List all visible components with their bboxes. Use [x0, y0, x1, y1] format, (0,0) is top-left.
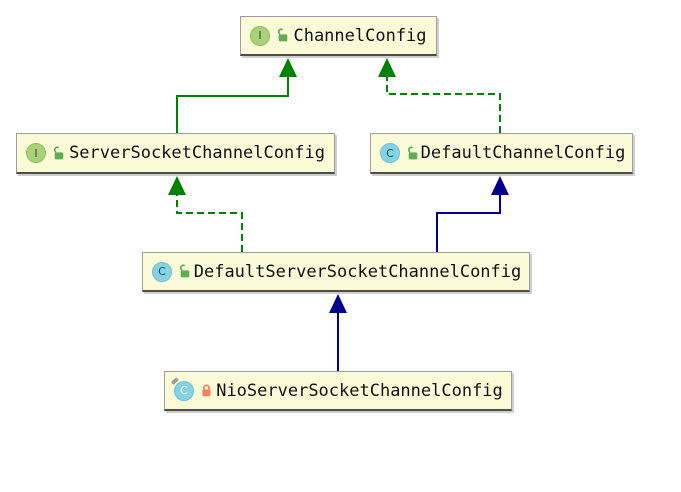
inner-class-icon: C	[170, 376, 194, 401]
edge-defaultserversocketchannelconfig-implements-serversocketchannelconfig[interactable]	[168, 176, 243, 252]
interface-icon: I	[250, 25, 270, 46]
arrowhead-extends	[491, 176, 509, 195]
class-name-label: DefaultChannelConfig	[420, 143, 626, 163]
class-icon: C	[152, 261, 172, 282]
arrowhead-implements	[378, 58, 396, 77]
class-name-label: ChannelConfig	[293, 25, 427, 46]
public-open-lock-icon	[53, 145, 64, 159]
class-node-defaultserversocketchannelconfig[interactable]: C DefaultServerSocketChannelConfig	[142, 252, 530, 292]
class-icon: C	[380, 143, 400, 163]
edge-defaultchannelconfig-implements-channelconfig[interactable]	[378, 58, 501, 133]
class-node-serversocketchannelconfig[interactable]: I ServerSocketChannelConfig	[16, 133, 335, 174]
interface-icon: I	[26, 143, 46, 163]
inner-class-marker	[170, 376, 180, 385]
public-open-lock-icon	[407, 145, 418, 159]
class-name-label: DefaultServerSocketChannelConfig	[193, 261, 522, 282]
arrowhead-extends	[279, 58, 297, 77]
arrowhead-extends	[329, 294, 347, 313]
class-name-label: NioServerSocketChannelConfig	[216, 380, 503, 401]
public-open-lock-icon	[277, 28, 288, 42]
arrowhead-implements	[168, 176, 186, 195]
class-name-label: ServerSocketChannelConfig	[69, 143, 325, 163]
edge-defaultserversocketchannelconfig-extends-defaultchannelconfig[interactable]	[436, 176, 509, 252]
public-open-lock-icon	[179, 264, 190, 278]
edge-nioserversocketchannelconfig-extends-defaultserversocketchannelconfig[interactable]	[329, 294, 347, 371]
private-closed-lock-icon	[202, 384, 211, 397]
class-node-nioserversocketchannelconfig[interactable]: C NioServerSocketChannelConfig	[164, 371, 512, 411]
class-node-defaultchannelconfig[interactable]: C DefaultChannelConfig	[370, 133, 633, 174]
edge-serversocketchannelconfig-extends-channelconfig[interactable]	[176, 58, 297, 133]
class-node-channelconfig[interactable]: I ChannelConfig	[240, 16, 437, 56]
